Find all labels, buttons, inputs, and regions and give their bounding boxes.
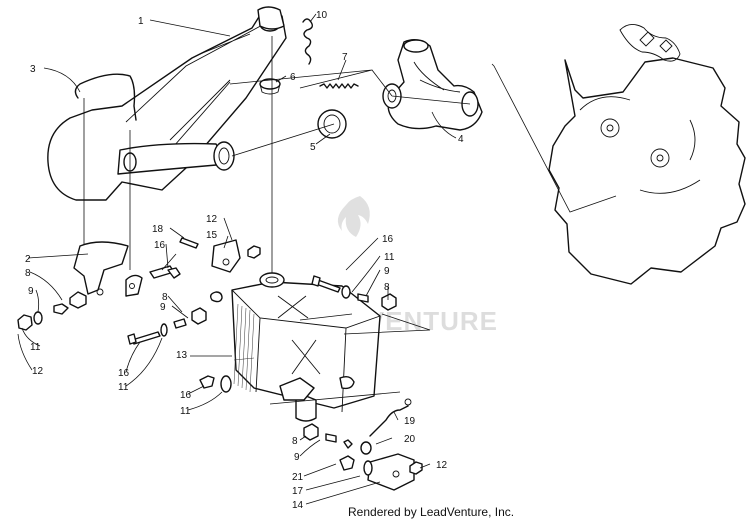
bracket-2 [73, 241, 143, 297]
callout-labels: 1 2 3 4 5 6 7 8 8 8 8 9 9 9 9 10 11 11 1… [25, 10, 464, 511]
grommet-6 [259, 78, 281, 95]
callout-9-a: 9 [28, 286, 34, 297]
callout-12-a: 12 [32, 366, 44, 377]
callout-19: 19 [404, 416, 416, 427]
callout-8-a: 8 [25, 268, 31, 279]
callout-11-d: 11 [384, 252, 395, 263]
callout-21: 21 [292, 472, 304, 483]
callout-8-c: 8 [384, 282, 390, 293]
callout-3: 3 [30, 64, 36, 75]
callout-12-b: 12 [206, 214, 218, 225]
callout-18: 18 [152, 224, 164, 235]
render-credit: Rendered by LeadVenture, Inc. [348, 505, 515, 519]
callout-2: 2 [25, 254, 31, 265]
hanger-3 [74, 73, 137, 121]
callout-4: 4 [458, 134, 464, 145]
callout-17: 17 [292, 486, 304, 497]
spring-7 [319, 83, 359, 89]
exhaust-pipe [47, 6, 287, 201]
callout-14: 14 [292, 500, 304, 511]
callout-9-c: 9 [384, 266, 390, 277]
bracket-15 [179, 237, 261, 273]
hardware-center [127, 307, 232, 393]
callout-16-a: 16 [154, 240, 166, 251]
seal-ring-5 [317, 109, 347, 139]
watermark-logo [337, 196, 370, 237]
callout-20: 20 [404, 434, 416, 445]
callout-5: 5 [310, 142, 316, 153]
callout-1: 1 [138, 16, 144, 27]
engine-outline [548, 24, 746, 285]
leader-lines [17, 13, 457, 505]
muffler-mount-lines [269, 313, 431, 405]
exhaust-manifold-4 [382, 39, 483, 131]
callout-7: 7 [342, 52, 348, 63]
callout-15: 15 [206, 230, 218, 241]
hardware-right [311, 275, 397, 311]
callout-8-b: 8 [162, 292, 168, 303]
callout-16-d: 16 [382, 234, 394, 245]
callout-6: 6 [290, 72, 296, 83]
callout-8-d: 8 [292, 436, 298, 447]
callout-10: 10 [316, 10, 328, 21]
callout-16-c: 16 [180, 390, 192, 401]
callout-11-a: 11 [30, 342, 41, 353]
callout-11-b: 11 [118, 382, 129, 393]
muffler-13 [209, 272, 381, 422]
callout-13: 13 [176, 350, 188, 361]
callout-12-c: 12 [436, 460, 448, 471]
callout-9-b: 9 [160, 302, 166, 313]
alignment-lines [83, 36, 617, 274]
spring-10 [302, 18, 314, 65]
lower-bracket-14 [303, 398, 423, 491]
callout-11-c: 11 [180, 406, 191, 417]
callout-9-d: 9 [294, 452, 300, 463]
callout-16-b: 16 [118, 368, 130, 379]
